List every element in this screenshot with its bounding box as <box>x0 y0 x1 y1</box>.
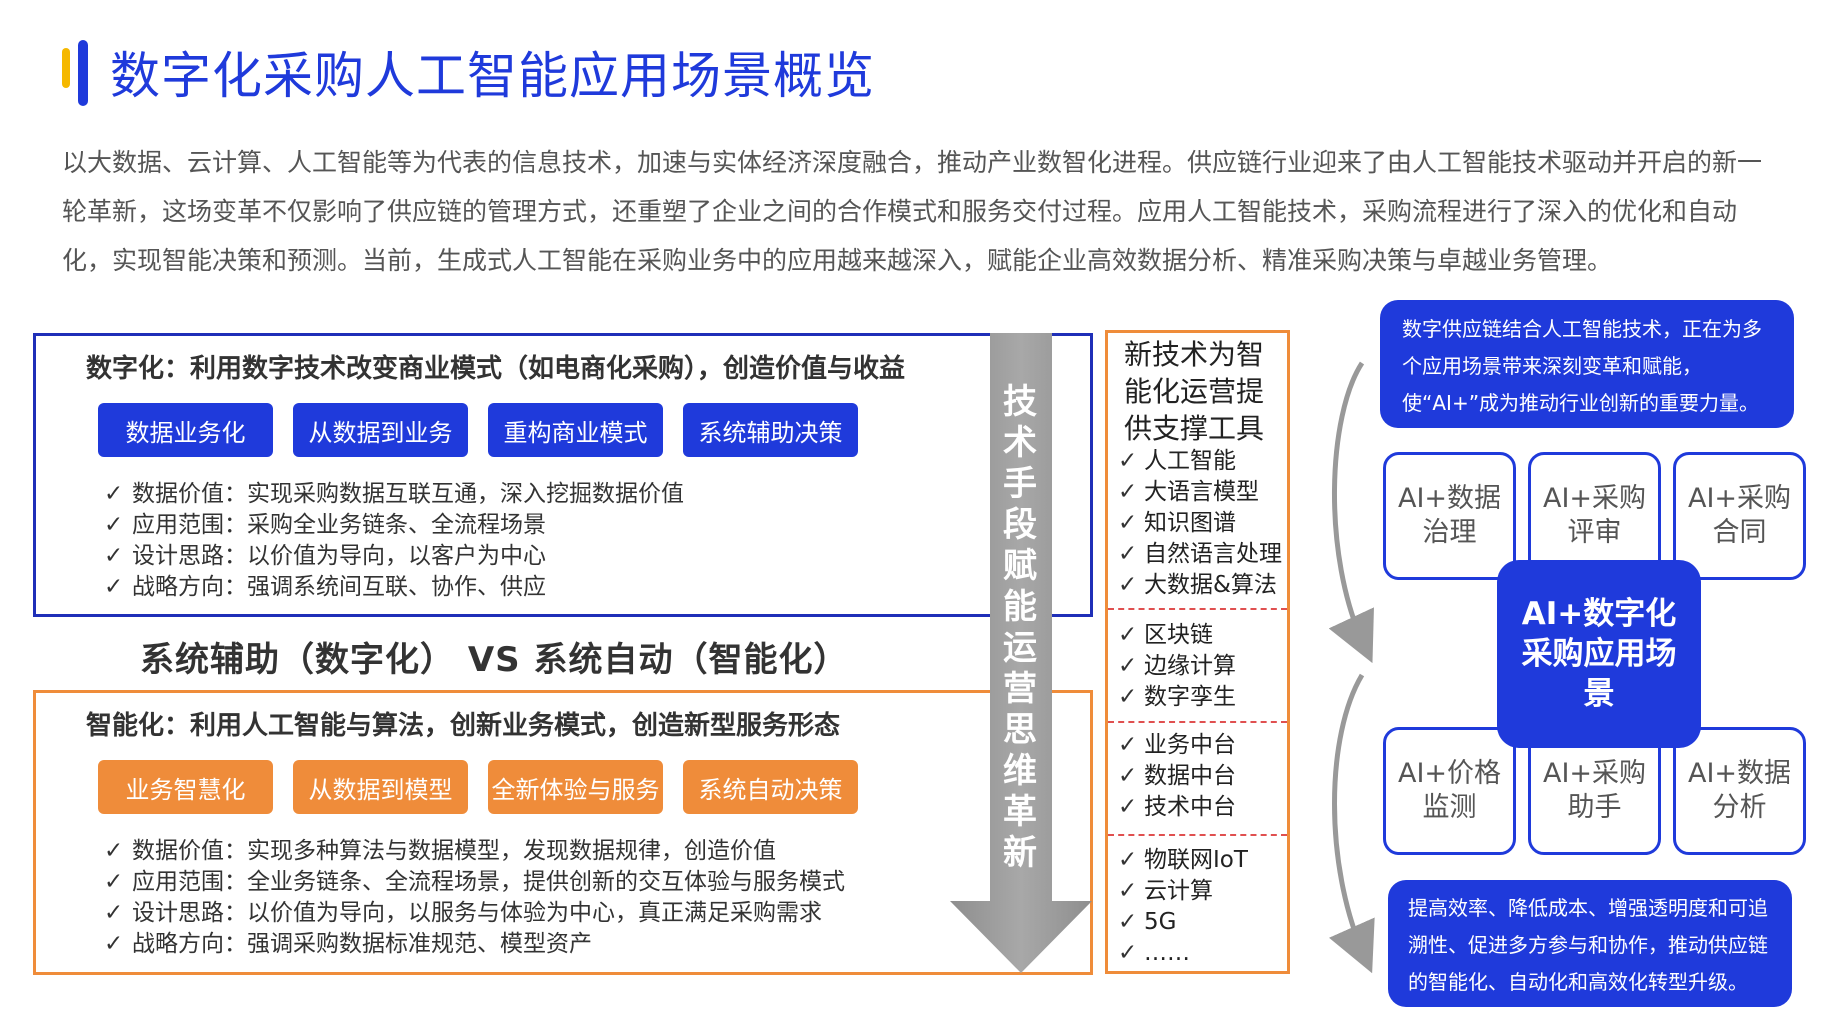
list-item: ✓区块链 <box>1118 620 1236 651</box>
intelligent-pill: 从数据到模型 <box>293 760 468 814</box>
list-item: ✓技术中台 <box>1118 792 1236 823</box>
title-accent-yellow <box>62 48 70 88</box>
curved-arrows <box>1328 361 1375 974</box>
list-item: ✓边缘计算 <box>1118 651 1236 682</box>
tools-group-chain: ✓区块链 ✓边缘计算 ✓数字孪生 <box>1118 620 1236 713</box>
intelligent-pill: 业务智慧化 <box>98 760 273 814</box>
list-item: ✓应用范围：采购全业务链条、全流程场景 <box>104 510 684 541</box>
check-icon: ✓ <box>1118 541 1138 567</box>
list-item: ✓应用范围：全业务链条、全流程场景，提供创新的交互体验与服务模式 <box>104 867 845 898</box>
scenario-tile: AI+价格监测 <box>1383 727 1516 855</box>
check-icon: ✓ <box>1118 684 1138 710</box>
list-item: ✓设计思路：以价值为导向，以客户为中心 <box>104 541 684 572</box>
check-icon: ✓ <box>1118 479 1138 505</box>
digital-pill-row: 数据业务化 从数据到业务 重构商业模式 系统辅助决策 <box>98 403 858 457</box>
check-icon: ✓ <box>1118 794 1138 820</box>
list-item: ✓自然语言处理 <box>1118 539 1282 570</box>
scenario-tile: AI+数据治理 <box>1383 452 1516 580</box>
list-item: ✓人工智能 <box>1118 446 1282 477</box>
callout-top: 数字供应链结合人工智能技术，正在为多个应用场景带来深刻变革和赋能，使“AI+”成… <box>1380 300 1794 428</box>
check-icon: ✓ <box>1118 653 1138 679</box>
list-item: ✓5G <box>1118 907 1248 938</box>
intelligent-list: ✓数据价值：实现多种算法与数据模型，发现数据规律，创造价值 ✓应用范围：全业务链… <box>104 836 845 960</box>
check-icon: ✓ <box>1118 448 1138 474</box>
intelligent-panel <box>33 690 1093 975</box>
page-title: 数字化采购人工智能应用场景概览 <box>110 47 875 105</box>
check-icon: ✓ <box>1118 732 1138 758</box>
list-item: ✓物联网IoT <box>1118 845 1248 876</box>
scenario-tile: AI+采购合同 <box>1673 452 1806 580</box>
check-icon: ✓ <box>1118 940 1138 966</box>
check-icon: ✓ <box>104 481 124 507</box>
scenario-tile: AI+采购评审 <box>1528 452 1661 580</box>
scenario-tile: AI+数据分析 <box>1673 727 1806 855</box>
callout-bottom: 提高效率、降低成本、增强透明度和可追溯性、促进多方参与和协作，推动供应链的智能化… <box>1388 880 1792 1007</box>
tools-group-platform: ✓业务中台 ✓数据中台 ✓技术中台 <box>1118 730 1236 823</box>
down-arrow-icon <box>950 333 1092 973</box>
list-item: ✓云计算 <box>1118 876 1248 907</box>
check-icon: ✓ <box>104 543 124 569</box>
check-icon: ✓ <box>104 838 124 864</box>
curved-arrow-icon <box>1328 673 1375 974</box>
center-hub: AI+数字化采购应用场景 <box>1497 560 1701 748</box>
digital-panel <box>33 333 1093 617</box>
digital-pill: 系统辅助决策 <box>683 403 858 457</box>
check-icon: ✓ <box>104 512 124 538</box>
intelligent-pill: 系统自动决策 <box>683 760 858 814</box>
tools-group-infra: ✓物联网IoT ✓云计算 ✓5G ✓…… <box>1118 845 1248 969</box>
tools-title: 新技术为智能化运营提供支撑工具 <box>1124 338 1265 445</box>
list-item: ✓…… <box>1118 938 1248 969</box>
list-item: ✓业务中台 <box>1118 730 1236 761</box>
tools-group-ai: ✓人工智能 ✓大语言模型 ✓知识图谱 ✓自然语言处理 ✓大数据&算法 <box>1118 446 1282 601</box>
vs-label: 系统辅助（数字化） VS 系统自动（智能化） <box>140 640 849 680</box>
arrow-vertical-text: 技术手 段赋能 运营思 维革新 <box>1003 382 1037 873</box>
check-icon: ✓ <box>104 900 124 926</box>
list-item: ✓战略方向：强调采购数据标准规范、模型资产 <box>104 929 845 960</box>
check-icon: ✓ <box>104 869 124 895</box>
title-accent-blue <box>78 40 88 106</box>
tools-panel <box>1105 330 1290 974</box>
digital-pill: 从数据到业务 <box>293 403 468 457</box>
check-icon: ✓ <box>1118 572 1138 598</box>
check-icon: ✓ <box>1118 763 1138 789</box>
check-icon: ✓ <box>1118 510 1138 536</box>
check-icon: ✓ <box>1118 622 1138 648</box>
intelligent-heading: 智能化：利用人工智能与算法，创新业务模式，创造新型服务形态 <box>86 711 841 741</box>
check-icon: ✓ <box>104 574 124 600</box>
intro-paragraph: 以大数据、云计算、人工智能等为代表的信息技术，加速与实体经济深度融合，推动产业数… <box>62 148 1763 275</box>
scenario-tile: AI+采购助手 <box>1528 727 1661 855</box>
intelligent-pill: 全新体验与服务 <box>488 760 663 814</box>
list-item: ✓数据中台 <box>1118 761 1236 792</box>
check-icon: ✓ <box>1118 847 1138 873</box>
list-item: ✓战略方向：强调系统间互联、协作、供应 <box>104 572 684 603</box>
digital-heading: 数字化：利用数字技术改变商业模式（如电商化采购），创造价值与收益 <box>86 354 906 384</box>
check-icon: ✓ <box>1118 909 1138 935</box>
list-item: ✓数据价值：实现多种算法与数据模型，发现数据规律，创造价值 <box>104 836 845 867</box>
tools-divider <box>1108 721 1287 723</box>
tools-divider <box>1108 608 1287 610</box>
list-item: ✓数字孪生 <box>1118 682 1236 713</box>
list-item: ✓大语言模型 <box>1118 477 1282 508</box>
intelligent-pill-row: 业务智慧化 从数据到模型 全新体验与服务 系统自动决策 <box>98 760 858 814</box>
list-item: ✓知识图谱 <box>1118 508 1282 539</box>
check-icon: ✓ <box>1118 878 1138 904</box>
list-item: ✓设计思路：以价值为导向，以服务与体验为中心，真正满足采购需求 <box>104 898 845 929</box>
digital-pill: 重构商业模式 <box>488 403 663 457</box>
check-icon: ✓ <box>104 931 124 957</box>
curved-arrow-icon <box>1328 361 1374 664</box>
tools-divider <box>1108 834 1287 836</box>
list-item: ✓大数据&算法 <box>1118 570 1282 601</box>
digital-pill: 数据业务化 <box>98 403 273 457</box>
digital-list: ✓数据价值：实现采购数据互联互通，深入挖掘数据价值 ✓应用范围：采购全业务链条、… <box>104 479 684 603</box>
list-item: ✓数据价值：实现采购数据互联互通，深入挖掘数据价值 <box>104 479 684 510</box>
